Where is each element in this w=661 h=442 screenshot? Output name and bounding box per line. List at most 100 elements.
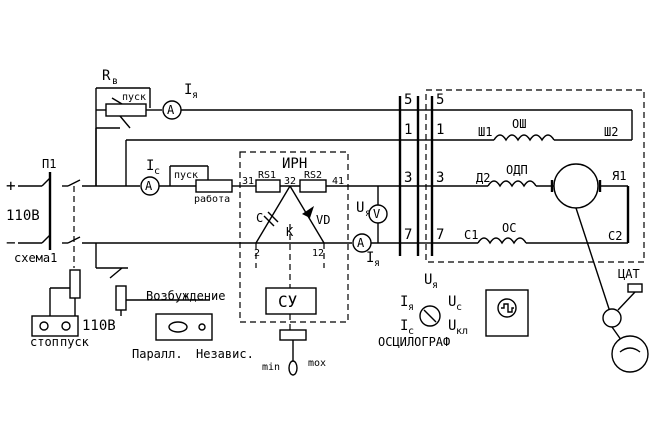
motor-enclosure xyxy=(425,89,645,319)
label-ia-bot-sub: я xyxy=(374,258,380,269)
tacho-gauge xyxy=(611,335,649,373)
label-t7-right: 7 xyxy=(436,227,444,243)
control-switch xyxy=(69,269,81,299)
label-stop: стоп xyxy=(30,335,59,349)
label-pusk-top: пуск xyxy=(122,92,146,103)
label-p1: П1 xyxy=(42,157,56,171)
label-vd: VD xyxy=(316,213,330,227)
label-ic-sub: с xyxy=(154,166,160,177)
label-110v-left: 110В xyxy=(6,208,40,224)
label-c2: С2 xyxy=(608,229,622,243)
motor-armature xyxy=(553,163,599,209)
label-12: 12 xyxy=(312,248,324,259)
label-rs2: RS2 xyxy=(304,170,322,181)
label-ia-top-sub: я xyxy=(192,90,198,101)
label-t1-right: 1 xyxy=(436,122,444,138)
label-osc-ua: U xyxy=(424,272,432,288)
label-osc-ukl: U xyxy=(448,318,456,334)
label-osc-uc: U xyxy=(448,294,456,310)
label-pusk-btn: пуск xyxy=(60,335,90,349)
label-nezav: Независ. xyxy=(196,347,254,361)
tsat-block xyxy=(627,283,643,293)
label-rabota: работа xyxy=(194,193,230,205)
svg-text:A: A xyxy=(167,103,175,117)
terminal-strips xyxy=(398,96,434,256)
diode-vd xyxy=(302,206,314,218)
supply-section xyxy=(18,172,352,268)
label-max: mox xyxy=(308,358,326,369)
label-ia-top: I xyxy=(184,82,192,98)
stop-button xyxy=(39,321,49,331)
oscillograph-screen xyxy=(485,289,529,337)
label-c1: С1 xyxy=(464,228,478,242)
label-plus: + xyxy=(6,176,16,195)
label-32: 32 xyxy=(284,176,296,187)
label-t3-left: 3 xyxy=(404,170,412,186)
label-parall: Паралл. xyxy=(132,347,183,361)
label-2: 2 xyxy=(254,248,260,259)
ua-ia-meters: V A xyxy=(352,186,400,253)
stop-start-panel xyxy=(31,315,79,337)
svg-text:A: A xyxy=(145,179,153,193)
label-ya1: Я1 xyxy=(612,169,626,183)
rv-branch: A xyxy=(95,87,400,186)
label-sh1: Ш1 xyxy=(478,125,492,139)
label-osc-uc-sub: с xyxy=(456,302,462,313)
label-irn: ИРН xyxy=(282,156,307,172)
label-t7-left: 7 xyxy=(404,227,412,243)
coil-osh xyxy=(493,134,555,142)
su-block xyxy=(265,287,317,376)
label-t5-right: 5 xyxy=(436,92,444,108)
label-odp: ОДП xyxy=(506,163,528,177)
rheostat-rv xyxy=(105,103,147,117)
excitation-switch xyxy=(115,285,127,311)
rheostat-start xyxy=(195,179,233,193)
label-ua: U xyxy=(356,200,364,216)
label-rs1: RS1 xyxy=(258,170,276,181)
label-osc-ukl-sub: кл xyxy=(456,326,468,337)
label-41: 41 xyxy=(332,176,344,187)
label-osc-ic: I xyxy=(400,318,408,334)
svg-text:A: A xyxy=(357,236,365,250)
label-d2: Д2 xyxy=(476,171,490,185)
label-t1-left: 1 xyxy=(404,122,412,138)
tachometer xyxy=(602,283,649,373)
control-section xyxy=(31,243,213,341)
label-osc-ic-sub: с xyxy=(408,326,414,337)
label-rv: R xyxy=(102,68,111,84)
su-potentiometer xyxy=(279,329,307,341)
label-31: 31 xyxy=(242,176,254,187)
irn-block xyxy=(239,151,400,323)
label-t3-right: 3 xyxy=(436,170,444,186)
label-osh: ОШ xyxy=(512,117,526,131)
label-minus: − xyxy=(6,233,16,252)
label-vozb: Возбуждение xyxy=(146,289,225,303)
resistor-rs1 xyxy=(255,179,281,193)
oscillograph xyxy=(419,289,529,337)
label-110v-bot: 110В xyxy=(82,318,116,334)
label-rv-sub: в xyxy=(112,76,118,87)
label-c: С xyxy=(256,211,263,225)
label-sh2: Ш2 xyxy=(604,125,618,139)
su-box xyxy=(265,287,317,315)
label-osc-ia-sub: я xyxy=(408,302,414,313)
coil-os xyxy=(477,237,527,245)
label-os: ОС xyxy=(502,221,516,235)
label-ua-sub: я xyxy=(365,208,371,219)
label-su: СУ xyxy=(278,292,298,311)
coil-odp xyxy=(487,180,537,188)
resistor-rs2 xyxy=(299,179,327,193)
label-k: К xyxy=(286,225,294,239)
label-min: min xyxy=(262,362,280,373)
label-t5-left: 5 xyxy=(404,92,412,108)
label-skhema1: схема1 xyxy=(14,251,57,265)
label-ic: I xyxy=(146,158,154,174)
excitation-selector xyxy=(155,313,213,341)
label-oscillograf: ОСЦИЛОГРАФ xyxy=(378,335,450,349)
start-button xyxy=(61,321,71,331)
svg-text:V: V xyxy=(373,207,380,221)
label-pusk-mid: пуск xyxy=(174,170,198,181)
label-osc-ua-sub: я xyxy=(432,280,438,291)
label-ia-bot: I xyxy=(366,250,374,266)
